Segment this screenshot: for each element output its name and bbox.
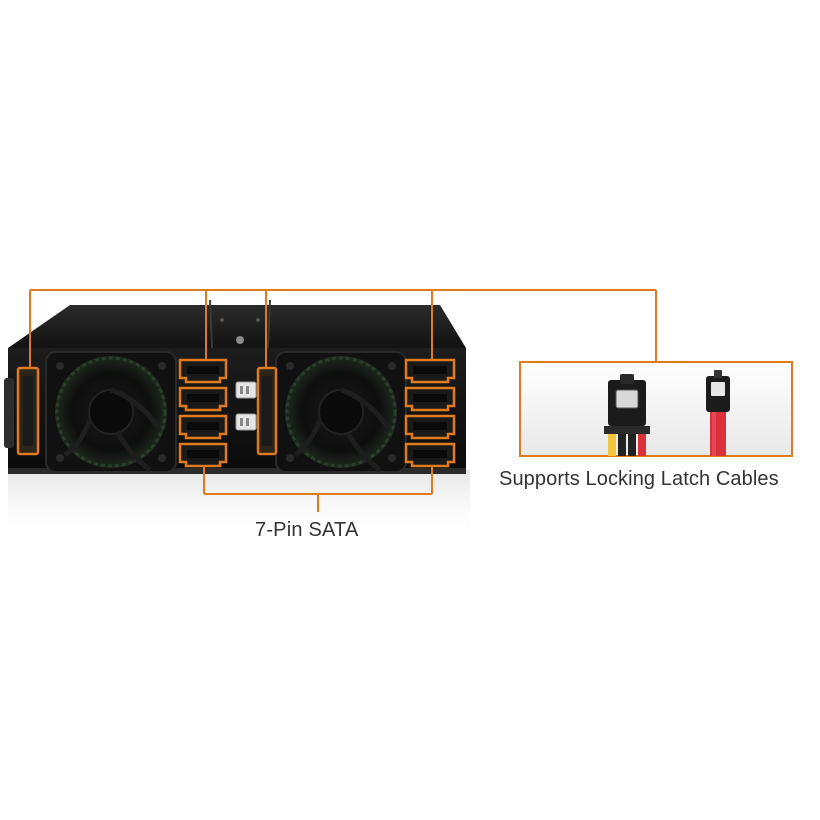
right-fan [275,351,407,473]
left-fan [45,351,177,473]
latch-cables-label: Supports Locking Latch Cables [499,468,779,490]
sata-port [404,386,456,412]
sata-port [178,414,228,440]
sata-port [178,358,228,384]
latch-cable-inset [519,361,793,457]
enclosure-top [8,305,466,348]
latch-power-cable [604,374,650,456]
sata-port [178,442,228,468]
power-connector-left [16,366,40,456]
drive-enclosure [4,299,466,474]
sata-port [404,358,456,384]
latch-sata-cable [706,370,730,456]
sata-ports-left [178,358,228,468]
sata-ports-label: 7-Pin SATA [255,519,359,541]
sata-port [178,386,228,412]
sata-ports-right [404,358,456,468]
callout-lines-bottom [203,466,433,512]
sata-port [404,414,456,440]
screw-icon [236,336,244,344]
sata-port [404,442,456,468]
power-connector-middle [256,366,278,456]
enclosure-reflection [8,470,470,540]
callout-lines-top [29,289,657,368]
fan-header-connectors [235,381,257,431]
